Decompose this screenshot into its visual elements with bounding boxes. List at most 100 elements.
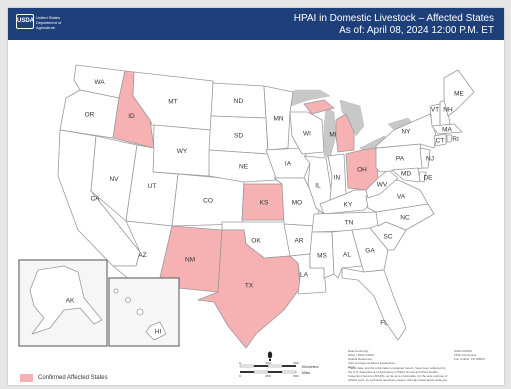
state-label-tx: TX	[245, 283, 254, 290]
agency-address: USDA APHIS 2150 Centre Ave Fort Collins,…	[454, 349, 485, 361]
state-label-az: AZ	[138, 252, 146, 259]
state-label-ms: MS	[317, 253, 327, 260]
state-label-mi: MI	[329, 132, 336, 139]
state-label-il: IL	[315, 183, 321, 190]
scale-unit-mi: Miles	[302, 371, 310, 375]
state-label-md: MD	[401, 171, 411, 178]
scale-tick-mi-500: 500	[293, 374, 298, 378]
state-label-nv: NV	[109, 176, 119, 183]
state-label-ak: AK	[66, 298, 75, 305]
state-label-id: ID	[128, 113, 135, 120]
state-me[interactable]	[443, 69, 475, 117]
usda-logo: USDA	[16, 14, 34, 29]
state-md[interactable]	[391, 167, 421, 183]
state-ia[interactable]	[265, 147, 311, 179]
state-label-tn: TN	[345, 220, 354, 227]
state-label-ne: NE	[239, 164, 249, 171]
scale-bar: Kilometers Miles 0 250 500 0 250 500	[239, 361, 319, 378]
state-label-sd: SD	[234, 133, 243, 140]
state-label-pa: PA	[396, 156, 405, 163]
state-fl[interactable]	[341, 267, 407, 341]
state-label-ks: KS	[260, 200, 269, 207]
state-or[interactable]	[59, 89, 120, 139]
state-label-ct: CT	[436, 138, 445, 145]
state-label-ar: AR	[294, 238, 303, 245]
legend-label-affected: Confirmed Affected States	[38, 375, 108, 381]
state-wi[interactable]	[289, 111, 325, 155]
state-label-va: VA	[397, 194, 406, 201]
scale-unit-km: Kilometers	[302, 365, 319, 369]
state-mt[interactable]	[132, 71, 214, 131]
state-label-wa: WA	[94, 79, 105, 86]
state-label-ma: MA	[442, 127, 452, 134]
scale-tick-km-250: 250	[265, 361, 270, 365]
island-oahu	[125, 297, 131, 303]
state-label-nm: NM	[185, 257, 195, 264]
state-label-nj: NJ	[426, 156, 434, 163]
state-il[interactable]	[303, 155, 333, 215]
title-banner: USDA United States Department of Agricul…	[8, 8, 504, 40]
map-slide: USDA United States Department of Agricul…	[8, 8, 504, 385]
lake-huron	[339, 99, 365, 137]
state-mi[interactable]	[303, 99, 355, 153]
state-label-sc: SC	[383, 234, 392, 241]
state-label-la: LA	[300, 272, 309, 279]
state-ak[interactable]	[29, 265, 103, 335]
state-label-wv: WV	[377, 182, 388, 189]
scale-tick-mi-250: 250	[265, 374, 270, 378]
state-label-ut: UT	[148, 183, 157, 190]
state-ri[interactable]	[446, 134, 453, 143]
state-label-fl: FL	[380, 320, 388, 327]
island-kauai	[113, 288, 119, 294]
state-label-nd: ND	[234, 98, 244, 105]
state-tx[interactable]	[197, 229, 301, 349]
state-ne[interactable]	[208, 149, 279, 183]
state-label-ny: NY	[401, 129, 411, 136]
state-ma[interactable]	[431, 123, 463, 135]
data-source-note: Data Source(s): HPAI, USDA STMS Spatial …	[348, 349, 395, 369]
state-label-or: OR	[85, 112, 95, 119]
us-states-map: WA OR CA ID NV MT WY UT AZ CO NM ND SD NE KS OK TX MN IA MO…	[18, 64, 475, 378]
state-label-in: IN	[334, 175, 341, 182]
state-mn[interactable]	[263, 85, 294, 151]
state-label-nc: NC	[400, 215, 410, 222]
scale-tick-km-0: 0	[239, 361, 241, 365]
north-arrow	[267, 351, 273, 361]
island-maui	[136, 308, 144, 316]
state-label-vt: VT	[431, 107, 439, 114]
state-label-hi: HI	[155, 329, 162, 336]
state-label-wi: WI	[303, 131, 311, 138]
state-label-nh: NH	[443, 107, 453, 114]
scale-tick-mi-0: 0	[239, 374, 241, 378]
state-label-ga: GA	[365, 248, 375, 255]
disclaimer-note: These data, and the information containe…	[348, 366, 448, 382]
hawaii-inset-bg	[110, 279, 178, 345]
state-label-de: DE	[423, 175, 433, 182]
legend-swatch-affected	[20, 374, 33, 382]
state-nj[interactable]	[419, 147, 431, 169]
state-label-me: ME	[454, 91, 464, 98]
state-label-mn: MN	[273, 116, 283, 123]
agency-line-3: Agriculture	[36, 25, 56, 30]
map-title: HPAI in Domestic Livestock – Affected St…	[293, 13, 494, 24]
state-label-oh: OH	[357, 167, 367, 174]
state-label-co: CO	[203, 198, 213, 205]
agency-name: United States Department of Agriculture	[36, 15, 96, 30]
state-ct[interactable]	[433, 133, 447, 147]
map-date: As of: April 08, 2024 12:00 P.M. ET	[339, 25, 494, 36]
state-label-mt: MT	[168, 99, 177, 106]
agency-line-1: United States	[36, 15, 61, 20]
state-hi[interactable]	[145, 321, 167, 341]
state-label-ri: RI	[452, 136, 459, 143]
state-label-ky: KY	[344, 202, 353, 209]
state-wv[interactable]	[365, 169, 399, 199]
state-label-ia: IA	[285, 161, 292, 168]
state-label-ok: OK	[251, 238, 261, 245]
state-label-al: AL	[343, 252, 351, 259]
state-label-mo: MO	[292, 200, 302, 207]
state-label-ca: CA	[90, 196, 100, 203]
agency-line-2: Department of	[36, 20, 62, 25]
state-label-wy: WY	[177, 148, 188, 155]
scale-tick-km-500: 500	[293, 361, 298, 365]
